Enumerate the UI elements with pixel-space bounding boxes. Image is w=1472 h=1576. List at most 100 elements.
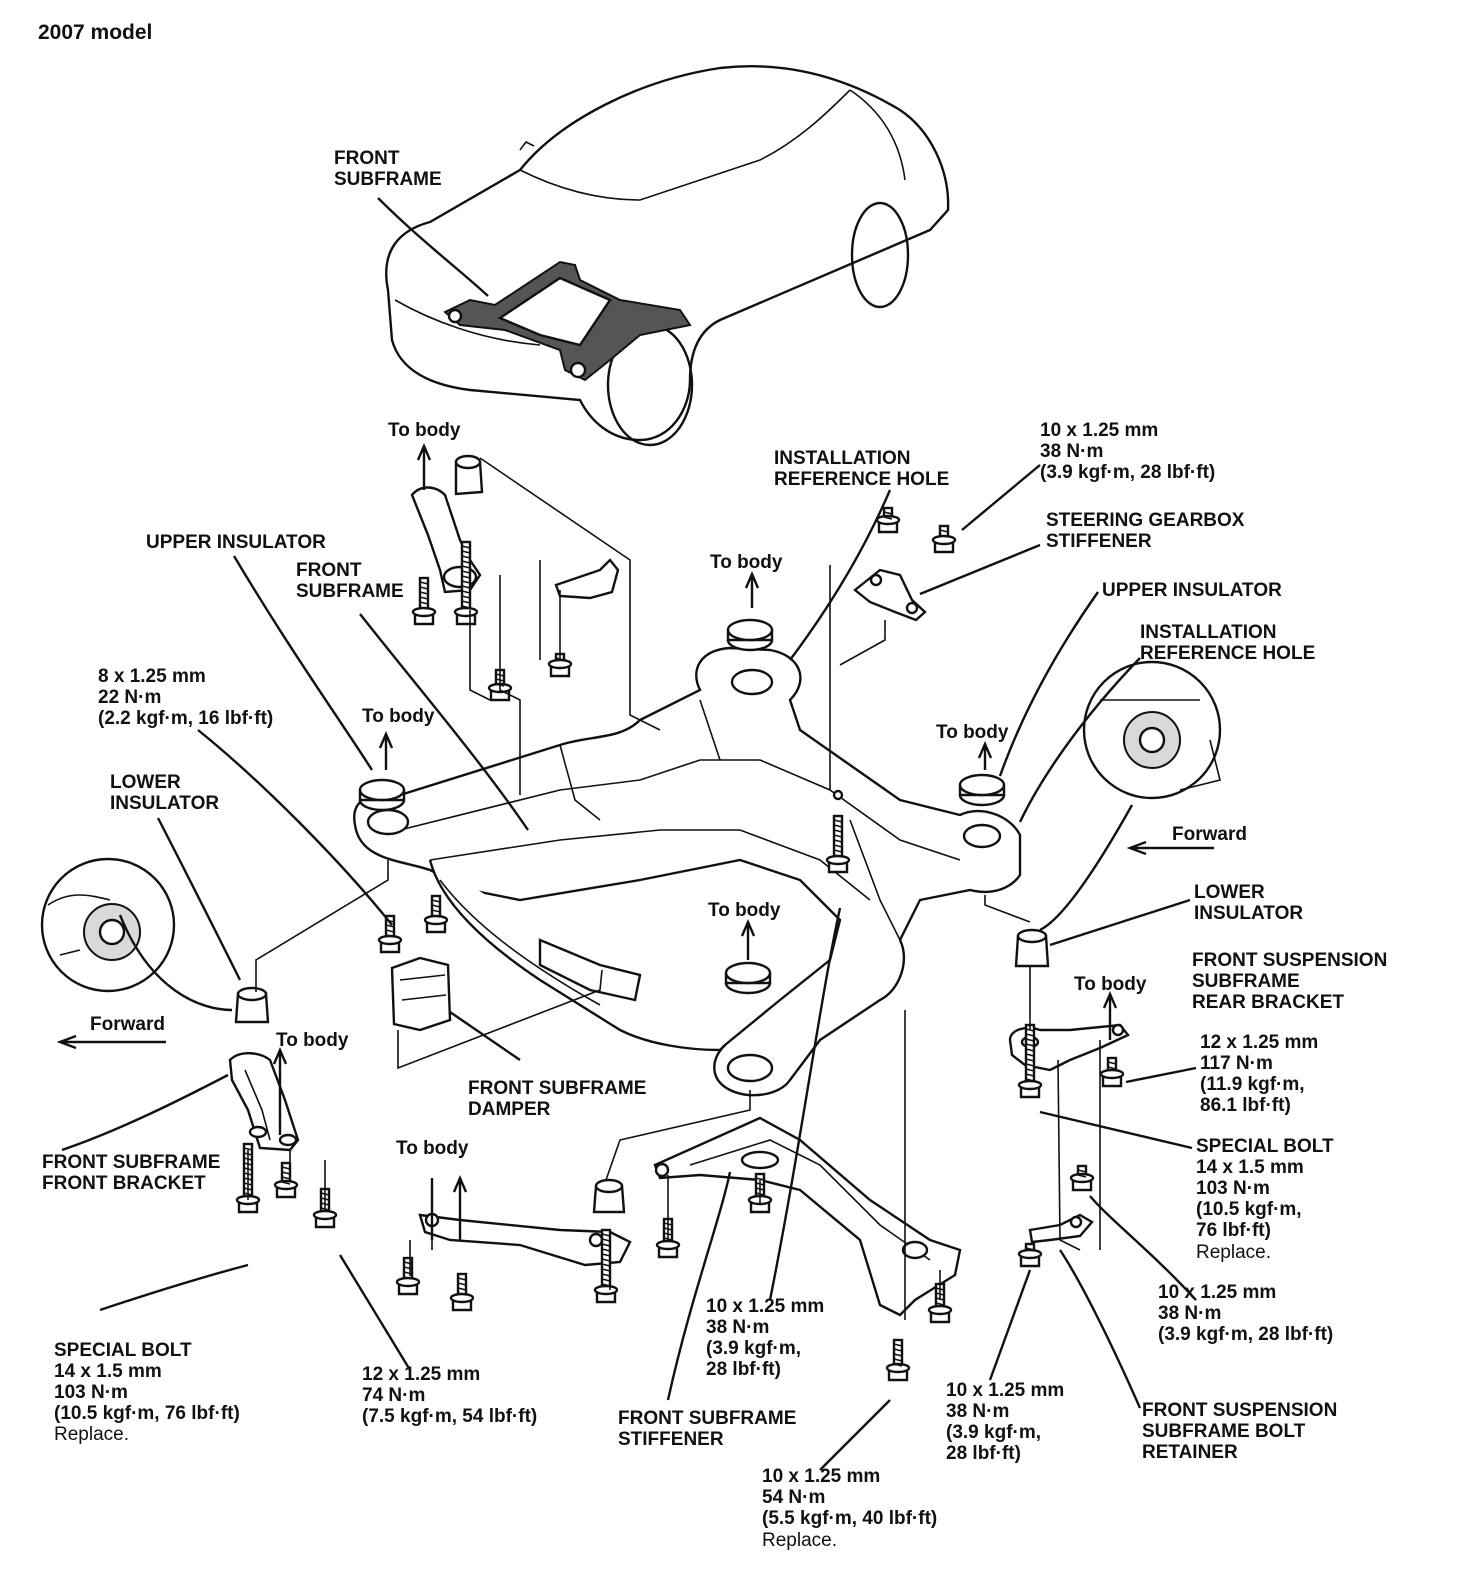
label-line: LOWER	[110, 772, 181, 793]
special-bolt-note-left: Replace.	[54, 1424, 129, 1445]
bolt-icon	[885, 1338, 911, 1382]
upper-insulator-right-part	[958, 773, 1006, 807]
upper-bracket-top-part	[410, 454, 620, 600]
front-subframe-front-bracket-part	[228, 1052, 300, 1152]
label-line: FRONT BRACKET	[42, 1173, 206, 1194]
label-line: (7.5 kgf·m, 54 lbf·ft)	[362, 1406, 538, 1427]
bolt-icon	[1099, 1056, 1125, 1088]
label-line: FRONT	[296, 560, 362, 581]
bolt-icon	[1069, 1164, 1095, 1192]
label-line: SPECIAL BOLT	[54, 1340, 192, 1361]
label-line: SUBFRAME	[334, 169, 442, 190]
label-line: 28 lbf·ft)	[706, 1359, 781, 1380]
label-line: STEERING GEARBOX	[1046, 510, 1245, 531]
detail-circle-left	[40, 857, 176, 993]
label-line: 74 N·m	[362, 1385, 426, 1406]
upper-insulator-left-part	[358, 778, 406, 812]
to-body-label-rear-bracket: To body	[1074, 974, 1147, 995]
label-line: 28 lbf·ft)	[946, 1443, 1021, 1464]
upper-insulator-center-part	[726, 618, 774, 652]
label-line: (11.9 kgf·m,	[1200, 1074, 1305, 1095]
label-line: INSTALLATION	[1140, 622, 1277, 643]
bolt-icon	[1017, 1023, 1043, 1099]
label-line: 76 lbf·ft)	[1196, 1220, 1271, 1241]
label-line: FRONT SUBFRAME	[618, 1408, 797, 1429]
label-line: 38 N·m	[1040, 441, 1104, 462]
label-line: 12 x 1.25 mm	[362, 1364, 481, 1385]
lower-insulator-left-part	[234, 986, 270, 1024]
lower-insulator-right-part	[1014, 928, 1050, 968]
label-line: 103 N·m	[1196, 1178, 1270, 1199]
label-line: (5.5 kgf·m, 40 lbf·ft)	[762, 1508, 938, 1529]
label-line: 117 N·m	[1200, 1053, 1273, 1074]
label-line: SUBFRAME	[1192, 971, 1300, 992]
to-body-label-right: To body	[936, 722, 1009, 743]
label-line: (10.5 kgf·m,	[1196, 1199, 1302, 1220]
label-line: 86.1 lbf·ft)	[1200, 1095, 1291, 1116]
label-line: 8 x 1.25 mm	[98, 666, 206, 687]
label-line: (3.9 kgf·m, 28 lbf·ft)	[1040, 462, 1216, 483]
label-line: STIFFENER	[618, 1429, 724, 1450]
label-line: (10.5 kgf·m, 76 lbf·ft)	[54, 1403, 240, 1424]
upper-insulators	[358, 618, 1006, 995]
label-line: 38 N·m	[1158, 1303, 1222, 1324]
forward-label-right: Forward	[1172, 824, 1247, 845]
bolt-icon	[395, 1256, 421, 1296]
upper-insulator-label-left: UPPER INSULATOR	[146, 532, 326, 553]
bolt-icon	[875, 506, 901, 534]
label-line: RETAINER	[1142, 1442, 1238, 1463]
label-line: REFERENCE HOLE	[1140, 643, 1316, 664]
label-line: SUBFRAME BOLT	[1142, 1421, 1306, 1442]
bolt-icon	[423, 894, 449, 934]
upper-insulator-label-right: UPPER INSULATOR	[1102, 580, 1282, 601]
lower-insulator-arm-part	[592, 1178, 626, 1214]
to-body-label-arm: To body	[396, 1138, 469, 1159]
label-line: 10 x 1.25 mm	[762, 1466, 881, 1487]
label-line: REAR BRACKET	[1192, 992, 1344, 1013]
lower-insulators	[234, 928, 1050, 1214]
to-body-label-center: To body	[710, 552, 783, 573]
bolt-icon	[1017, 1242, 1043, 1268]
upper-insulator-lower-part	[724, 961, 772, 995]
label-line: 14 x 1.5 mm	[54, 1361, 162, 1382]
lower-arm-bracket-part	[418, 1212, 632, 1267]
label-line: 14 x 1.5 mm	[1196, 1157, 1304, 1178]
label-line: 38 N·m	[946, 1401, 1010, 1422]
bolts	[235, 506, 1125, 1382]
label-line: REFERENCE HOLE	[774, 469, 950, 490]
label-line: 10 x 1.25 mm	[706, 1296, 825, 1317]
label-line: DAMPER	[468, 1099, 551, 1120]
label-line: STIFFENER	[1046, 531, 1152, 552]
front-subframe-main-part	[353, 646, 1022, 1097]
label-line: FRONT SUSPENSION	[1192, 950, 1388, 971]
direction-arrows	[56, 442, 1214, 1240]
to-body-label-front-bracket: To body	[276, 1030, 349, 1051]
label-line: FRONT	[334, 148, 400, 169]
bolt-retainer-part	[1028, 1213, 1094, 1244]
bolt-icon	[411, 576, 437, 626]
label-line: INSULATOR	[1194, 903, 1304, 924]
assembly-lines	[247, 457, 1101, 1320]
special-bolt-note-right: Replace.	[1196, 1242, 1271, 1263]
label-line: 103 N·m	[54, 1382, 128, 1403]
stiffener-bottom-note: Replace.	[762, 1530, 837, 1551]
label-line: (2.2 kgf·m, 16 lbf·ft)	[98, 708, 274, 729]
label-line: (3.9 kgf·m,	[946, 1422, 1042, 1443]
label-line: SUBFRAME	[296, 581, 404, 602]
